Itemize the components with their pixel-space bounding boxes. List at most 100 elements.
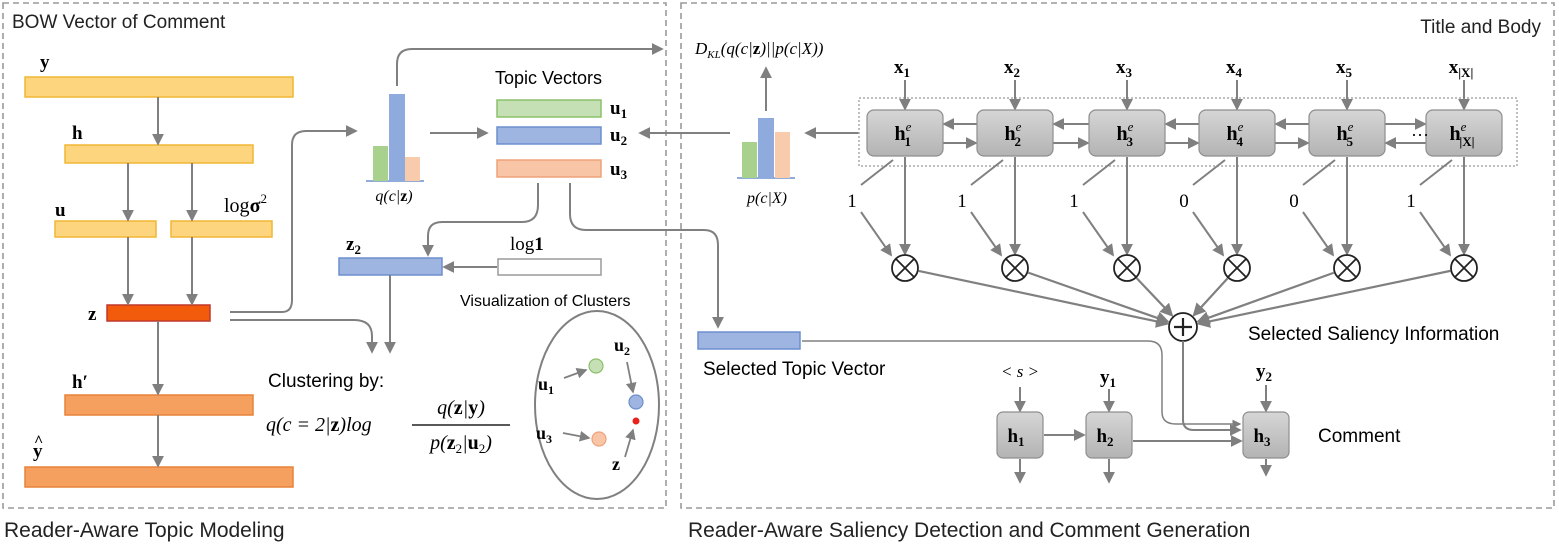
cluster-arrows [562, 361, 637, 458]
bow-vector-label: BOW Vector of Comment [12, 12, 226, 33]
decoder-y1-label: y1 [1100, 367, 1116, 390]
z-label: z [88, 304, 97, 325]
topic-vector-u2 [496, 126, 602, 145]
saliency-to-h3-arrow [1182, 341, 1242, 436]
cluster-ellipse [534, 310, 660, 500]
gate-layer: 1 1 1 0 0 1 [847, 191, 1478, 282]
saliency-gate-value: 1 [1406, 191, 1416, 212]
clustering-formula-left: q(c = 2|z)log [266, 414, 372, 436]
encoder-x-label: x|X| [1449, 57, 1474, 80]
z-bar [106, 304, 211, 322]
p-hist-bar-3 [775, 132, 790, 178]
h-label: h [72, 123, 83, 144]
h-bar [64, 144, 254, 164]
h-prime-bar [64, 394, 254, 416]
u-label: u [55, 200, 66, 221]
selected-topic-to-h3-arrow [802, 340, 1242, 429]
cluster-u3-label: u3 [536, 423, 552, 446]
saliency-gate-value: 0 [1289, 191, 1299, 212]
encoder-x-label: x5 [1336, 57, 1353, 80]
encoder-h-node [1088, 109, 1166, 157]
encoder-x-label: x2 [1004, 57, 1020, 80]
decoder-h1-label: h1 [1007, 426, 1024, 449]
decoder-h3-node [1242, 411, 1290, 459]
z2-label: z2 [346, 234, 361, 257]
encoder-h-node [866, 109, 944, 157]
log-one-label: log1 [510, 234, 544, 255]
h-prime-label: h′ [72, 372, 88, 393]
cluster-u3-dot [591, 431, 607, 447]
sum-arrows [918, 269, 1451, 328]
encoder-x-label: x4 [1226, 57, 1243, 80]
decoder-h3-label: h3 [1253, 426, 1271, 449]
topic-vector-u1 [496, 99, 602, 118]
left-panel-caption: Reader-Aware Topic Modeling [4, 519, 285, 542]
topic-vector-u3 [496, 159, 602, 178]
cluster-u2-dot [628, 394, 644, 410]
q-hist-bar-3 [405, 157, 420, 181]
gate-arrows [860, 157, 1470, 257]
clustering-formula-numerator: q(z|y) [437, 397, 485, 419]
visualization-of-clusters-label: Visualization of Clusters [460, 293, 630, 310]
saliency-gate-value: 1 [957, 191, 967, 212]
cluster-u1-label: u1 [538, 374, 554, 397]
topic-vectors-label: Topic Vectors [495, 68, 602, 88]
kl-divergence-label: DKL(q(c|z)||p(c|X)) [694, 39, 824, 61]
selected-topic-vector-label: Selected Topic Vector [703, 359, 886, 380]
y-label: y [40, 52, 50, 73]
q-hist-bar-2 [389, 94, 405, 181]
reconstruction-bar [24, 466, 294, 488]
encoder-h-label: he|X| [1449, 119, 1474, 149]
topics-to-selected-topic-arrow [569, 183, 724, 329]
encoder-h-node [1308, 109, 1386, 157]
cluster-u1-dot [588, 358, 604, 374]
q-hist-bar-1 [373, 146, 388, 181]
encoder-h-node [1198, 109, 1276, 157]
cluster-z-label: z [612, 454, 620, 474]
u3-label: u3 [610, 159, 628, 182]
decoder-h2-label: h2 [1096, 426, 1113, 449]
comment-label: Comment [1318, 426, 1401, 447]
p-hist-bar-2 [758, 118, 774, 178]
log-sigma-label: logσ2 [224, 191, 267, 217]
encoder-ellipsis: ··· [1411, 125, 1429, 145]
encoder-h-node [1425, 109, 1503, 157]
saliency-gate-value: 1 [1069, 191, 1079, 212]
left-panel-frame [2, 2, 667, 509]
decoder-h2-node [1085, 411, 1133, 459]
encoder-x-label: x1 [894, 57, 910, 80]
q-c-z-label: q(c|z) [375, 188, 412, 205]
u1-label: u1 [610, 98, 627, 121]
encoder-arrows [899, 80, 1470, 149]
saliency-gate-value: 1 [847, 191, 857, 212]
clustering-by-label: Clustering by: [268, 371, 384, 392]
decoder-h1-node [996, 411, 1044, 459]
right-panel-frame [680, 2, 1555, 509]
right-panel-caption: Reader-Aware Saliency Detection and Comm… [688, 519, 1250, 542]
selected-saliency-label: Selected Saliency Information [1248, 324, 1499, 345]
z2-bar [338, 257, 443, 276]
u2-label: u2 [610, 125, 627, 148]
log-one-bar [497, 258, 602, 276]
encoder-x-label: x3 [1116, 57, 1133, 80]
decoder-y2-label: y2 [1256, 361, 1272, 384]
topics-to-z2-arrow [422, 183, 539, 257]
q-to-kl-arrow [396, 43, 664, 86]
p-hist-bar-1 [742, 142, 757, 178]
vae-arrows [122, 97, 378, 468]
mu-bar [54, 220, 157, 238]
decoder-arrows [1014, 385, 1272, 484]
y-hat-letter: y [33, 441, 43, 462]
saliency-gate-value: 0 [1179, 191, 1189, 212]
selected-topic-vector-bar [697, 331, 801, 350]
encoder-frame [858, 97, 1518, 167]
clustering-formula-denominator: p(z2|u2) [428, 432, 492, 456]
